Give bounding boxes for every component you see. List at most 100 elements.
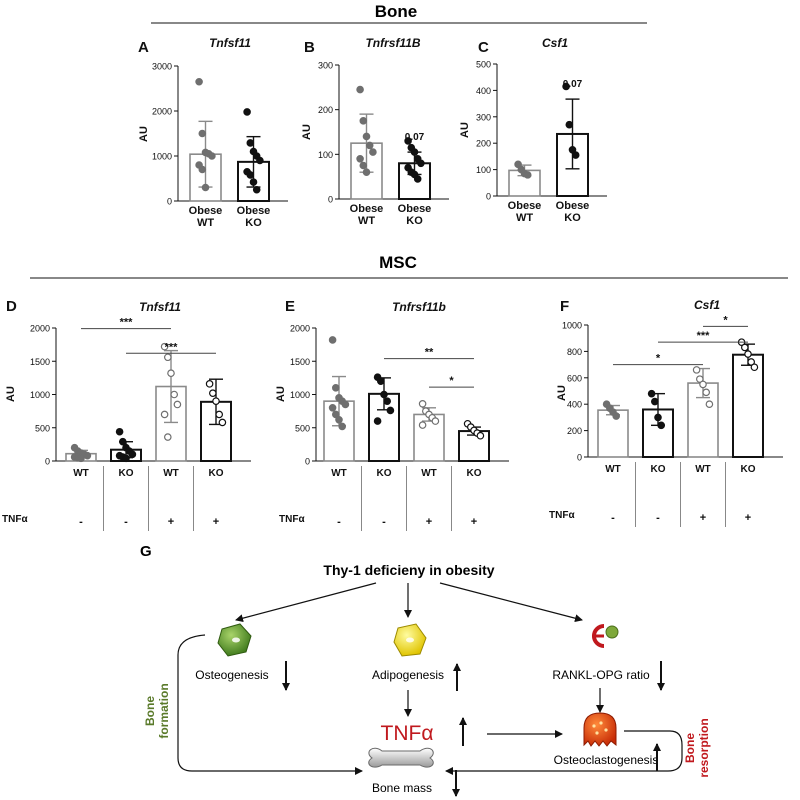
- data-point: [198, 129, 207, 138]
- x-tick-label: Obese: [508, 200, 542, 212]
- tnf-indicator: -: [656, 512, 660, 524]
- data-point: [699, 380, 707, 389]
- y-tick-label: 600: [567, 373, 582, 383]
- osteogenesis-label: Osteogenesis: [195, 668, 268, 682]
- bar: [642, 408, 674, 459]
- significance-label: *: [723, 314, 728, 326]
- data-point: [356, 85, 364, 94]
- bone-formation-line2: formation: [157, 683, 171, 738]
- data-point: [417, 159, 425, 168]
- data-point: [476, 431, 485, 440]
- data-point: [747, 358, 756, 366]
- y-axis-label: AU: [459, 122, 471, 138]
- y-tick-label: 500: [295, 423, 310, 433]
- data-point: [170, 390, 179, 399]
- data-point: [744, 350, 752, 358]
- tnf-indicator: -: [337, 516, 341, 528]
- tnf-indicator: +: [745, 512, 751, 524]
- data-point: [331, 384, 340, 392]
- y-tick-label: 1000: [290, 390, 310, 400]
- arrow-to-rankl: [439, 582, 583, 623]
- x-tick-label: Obese: [350, 203, 384, 215]
- data-point: [705, 400, 714, 409]
- bone-icon: [368, 747, 434, 768]
- panel-label-g: G: [140, 543, 152, 560]
- tnf-label: TNFα: [381, 722, 434, 745]
- data-point: [647, 389, 656, 398]
- x-tick-label: WT: [695, 464, 711, 475]
- data-point: [331, 410, 340, 419]
- data-point: [359, 117, 368, 125]
- tnf-indicator: +: [471, 516, 477, 528]
- x-tick-label: Obese: [237, 205, 271, 217]
- chart-title: Tnfrsf11B: [365, 36, 420, 50]
- x-tick-label: WT: [197, 217, 214, 229]
- data-point: [243, 108, 251, 116]
- x-tick-label: Obese: [556, 200, 590, 212]
- data-point: [376, 377, 385, 386]
- data-point: [205, 380, 214, 388]
- significance-label: ***: [120, 317, 134, 329]
- rankl-opg-label: RANKL-OPG ratio: [552, 668, 650, 682]
- data-point: [650, 397, 659, 406]
- data-point: [328, 336, 337, 344]
- osteoblast-cell-icon: [217, 623, 252, 657]
- data-point: [413, 175, 422, 183]
- data-point: [740, 343, 749, 352]
- tnf-indicator: +: [213, 516, 219, 528]
- section-title-bone: Bone: [375, 2, 418, 21]
- adipogenesis-label: Adipogenesis: [372, 668, 444, 682]
- significance-label: *: [449, 375, 454, 387]
- data-point: [209, 389, 217, 397]
- data-point: [128, 450, 137, 459]
- data-point: [386, 406, 395, 415]
- data-point: [612, 412, 621, 420]
- x-tick-label: KO: [245, 217, 262, 229]
- adipocyte-cell-icon: [393, 623, 427, 657]
- osteoclast-cell-icon: [583, 712, 617, 747]
- x-tick-label: KO: [651, 464, 666, 475]
- data-point: [568, 146, 577, 154]
- tnf-indicator: -: [79, 516, 83, 528]
- x-tick-label: KO: [467, 468, 482, 479]
- tnf-indicator: +: [426, 516, 432, 528]
- data-point: [750, 363, 759, 372]
- data-point: [365, 141, 374, 150]
- data-point: [410, 148, 419, 156]
- data-point: [195, 77, 203, 86]
- y-tick-label: 3000: [152, 62, 172, 72]
- section-title-msc: MSC: [379, 253, 417, 272]
- data-point: [571, 151, 580, 159]
- data-point: [198, 165, 207, 174]
- significance-label: ***: [165, 341, 179, 353]
- y-tick-label: 500: [35, 423, 50, 433]
- tnf-indicator: -: [124, 516, 128, 528]
- p-value-label: 0.07: [563, 79, 583, 90]
- bone-resorption-line2: resorption: [697, 718, 711, 777]
- y-tick-label: 0: [305, 457, 310, 467]
- data-point: [83, 451, 92, 460]
- tnf-row-label: TNFα: [2, 514, 28, 525]
- x-tick-label: WT: [73, 468, 89, 479]
- bone-formation-loop-arrow: [177, 634, 363, 775]
- x-tick-label: Obese: [189, 205, 223, 217]
- data-point: [256, 156, 264, 165]
- x-tick-label: WT: [516, 212, 533, 224]
- bar: [398, 162, 431, 200]
- data-point: [160, 410, 169, 419]
- x-tick-label: KO: [377, 468, 392, 479]
- bar: [508, 169, 541, 197]
- y-tick-label: 500: [476, 60, 491, 70]
- tnf-indicator: -: [611, 512, 615, 524]
- chart-title: Tnfsf11: [209, 36, 251, 50]
- y-axis-label: AU: [301, 124, 313, 140]
- data-point: [418, 421, 427, 429]
- x-tick-label: WT: [163, 468, 179, 479]
- arrow-to-osteogenesis: [235, 582, 377, 623]
- rankl-receptor-icon: [592, 624, 619, 648]
- bone-formation-line1: Bone: [143, 696, 157, 726]
- tnf-row-label: TNFα: [549, 510, 575, 521]
